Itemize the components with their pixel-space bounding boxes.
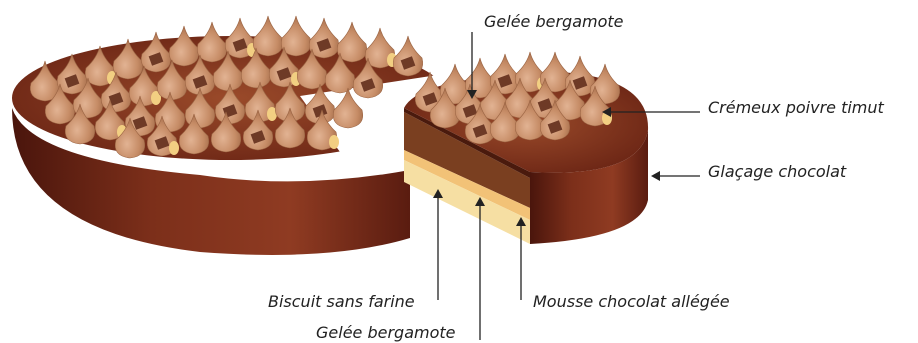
label-glacage-chocolat: Glaçage chocolat [708, 162, 846, 182]
gelee-dot [329, 135, 339, 149]
cream-drop [309, 18, 338, 58]
cream-drop [169, 26, 198, 66]
cream-drop [197, 22, 226, 62]
cream-drop [141, 32, 170, 72]
label-cremeux-poivre-timut: Crémeux poivre timut [708, 98, 884, 118]
cream-drop [253, 16, 282, 56]
label-biscuit-sans-farine: Biscuit sans farine [268, 292, 415, 312]
gelee-dot [169, 141, 179, 155]
label-gelee-bergamote-top: Gelée bergamote [484, 12, 624, 32]
label-mousse-chocolat: Mousse chocolat allégée [533, 292, 730, 312]
cream-drop [281, 16, 310, 56]
label-gelee-bergamote-bottom: Gelée bergamote [316, 323, 456, 343]
arrowhead-glacage [651, 171, 660, 181]
cream-drop [337, 22, 366, 62]
cream-drop [393, 36, 422, 76]
